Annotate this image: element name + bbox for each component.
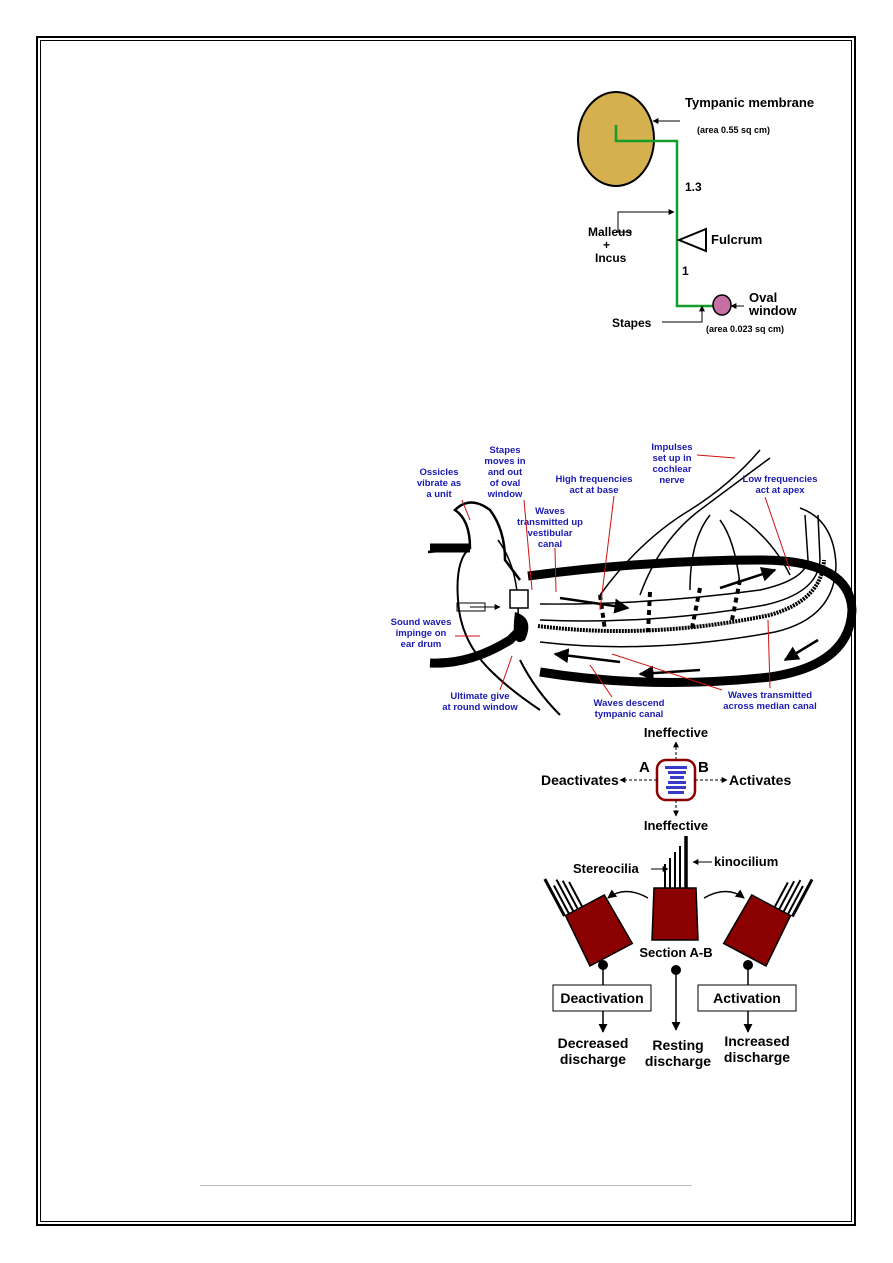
oval-window-label: Oval — [749, 290, 777, 305]
stapes-label: Stapes — [612, 316, 652, 330]
lever-arm — [614, 125, 718, 308]
svg-text:Incus: Incus — [595, 251, 627, 265]
tympanic-area-label: (area 0.55 sq cm) — [697, 125, 770, 135]
oval-area-label: (area 0.023 sq cm) — [706, 324, 784, 334]
dot-array — [665, 766, 687, 794]
svg-text:+: + — [603, 238, 610, 252]
activates-label: Activates — [729, 772, 791, 788]
deactivation-box — [552, 984, 652, 1012]
stereocilia-label: Stereocilia — [573, 861, 640, 876]
tympanic-membrane-label: Tympanic membrane — [685, 95, 814, 110]
ineffective-bottom-label: Ineffective — [644, 818, 708, 833]
activation-box — [697, 984, 797, 1012]
hair-cell-right — [722, 878, 814, 968]
kinocilium-label: kinocilium — [714, 854, 778, 869]
page-border-outer — [36, 36, 856, 1226]
activation-label: Activation — [713, 990, 781, 1006]
hair-cell-center — [651, 836, 699, 941]
ratio-upper-label: 1.3 — [685, 180, 702, 194]
fulcrum-label: Fulcrum — [711, 232, 762, 247]
deactivation-label: Deactivation — [560, 990, 643, 1006]
ineffective-top-label: Ineffective — [644, 725, 708, 740]
label-a: A — [639, 759, 650, 776]
hair-cell-diagram: Ineffective Deactivates Activates A B In… — [541, 725, 814, 1069]
deactivates-label: Deactivates — [541, 772, 619, 788]
ossicle-lever-diagram: Tympanic membrane (area 0.55 sq cm) 1.3 … — [577, 91, 814, 334]
footer-rule — [200, 1185, 692, 1186]
oval-window-shape — [712, 294, 732, 316]
fulcrum-triangle — [676, 227, 707, 253]
malleus-incus-label: Malleus — [588, 225, 632, 239]
hair-cell-left — [543, 878, 634, 968]
label-b: B — [698, 759, 709, 776]
section-label: Section A-B — [639, 945, 712, 960]
ratio-lower-label: 1 — [682, 264, 689, 278]
svg-text:window: window — [748, 303, 798, 318]
